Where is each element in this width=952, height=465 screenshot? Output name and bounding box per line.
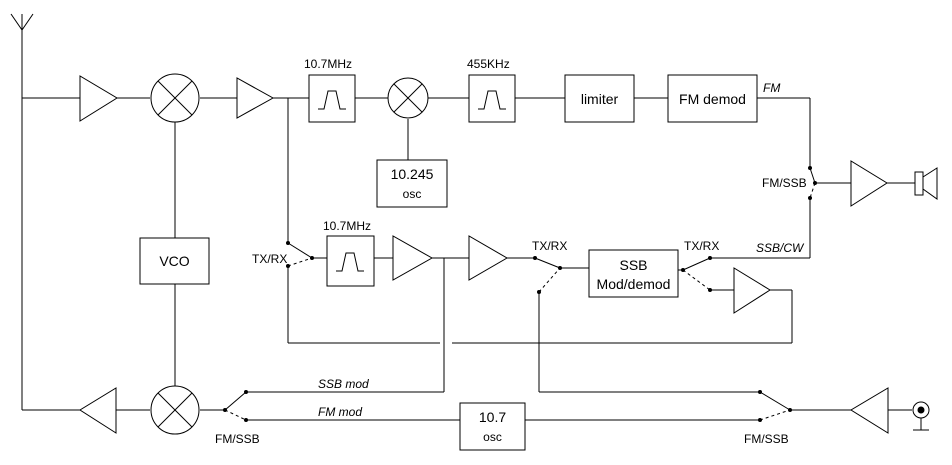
signal-fm-label: FM [763, 81, 780, 95]
tx-amp-1-icon [392, 235, 434, 281]
mixer-2nd-icon [387, 77, 429, 119]
wires [21, 14, 929, 431]
mixer-1st-icon [150, 73, 200, 123]
switch-fm-ssb-audio: FM/SSB [762, 166, 817, 200]
osc-10-7-value: 10.7 [479, 409, 506, 425]
switch-txrx-right-label: TX/RX [684, 239, 719, 253]
ssb-label: SSB [619, 257, 647, 273]
switch-txrx-mid: TX/RX [532, 239, 567, 294]
switch-txrx-left: TX/RX [252, 241, 314, 268]
switch-fm-ssb-audio-label: FM/SSB [762, 176, 807, 190]
osc-10-7-unit: osc [483, 430, 502, 444]
switch-fm-ssb-bottom-right: FM/SSB [744, 390, 792, 446]
switch-fm-ssb-bottom-left-label: FM/SSB [215, 432, 260, 446]
mod-demod-label: Mod/demod [597, 276, 671, 292]
osc-10-7-block: 10.7 osc [459, 402, 526, 451]
speaker-icon [914, 167, 938, 200]
filter-10-7mhz-tx: 10.7MHz [323, 219, 375, 287]
antenna-icon [10, 13, 34, 31]
filter-10-7mhz-tx-label: 10.7MHz [323, 219, 371, 233]
ssb-mod-demod-block: SSB Mod/demod [588, 249, 679, 298]
tx-output-amp-icon [79, 387, 117, 434]
rx-input-amp-icon [79, 75, 118, 122]
switch-fm-ssb-bottom-left: FM/SSB [215, 390, 260, 446]
limiter-block: limiter [564, 74, 635, 123]
amplifiers [79, 75, 889, 434]
filter-455khz: 455KHz [467, 57, 516, 123]
mixer-tx-icon [150, 385, 200, 435]
signal-fm-mod-label: FM mod [318, 405, 362, 419]
switch-fm-ssb-bottom-right-label: FM/SSB [744, 432, 789, 446]
tx-amp-2-icon [468, 235, 508, 281]
audio-amp-icon [850, 160, 888, 207]
fm-demod-block: FM demod [667, 74, 758, 123]
signal-ssb-cw-label: SSB/CW [756, 241, 805, 255]
mic-amp-icon [850, 387, 889, 434]
if-amp-icon [236, 77, 275, 119]
switch-txrx-right: TX/RX [681, 239, 719, 292]
filter-455khz-label: 455KHz [467, 57, 510, 71]
fm-demod-label: FM demod [679, 91, 746, 107]
switch-txrx-mid-label: TX/RX [532, 239, 567, 253]
limiter-label: limiter [581, 91, 619, 107]
bfo-amp-icon [733, 267, 771, 314]
vco-label: VCO [159, 253, 189, 269]
filter-10-7mhz-rx: 10.7MHz [304, 57, 356, 123]
osc-10-245-unit: osc [403, 187, 422, 201]
osc-10-245-block: 10.245 osc [376, 159, 448, 208]
switch-txrx-left-label: TX/RX [252, 252, 287, 266]
osc-10-245-value: 10.245 [391, 166, 434, 182]
signal-ssb-mod-label: SSB mod [318, 377, 369, 391]
vco-block: VCO [139, 237, 210, 285]
microphone-jack-icon [912, 401, 930, 419]
filter-10-7mhz-rx-label: 10.7MHz [304, 57, 352, 71]
